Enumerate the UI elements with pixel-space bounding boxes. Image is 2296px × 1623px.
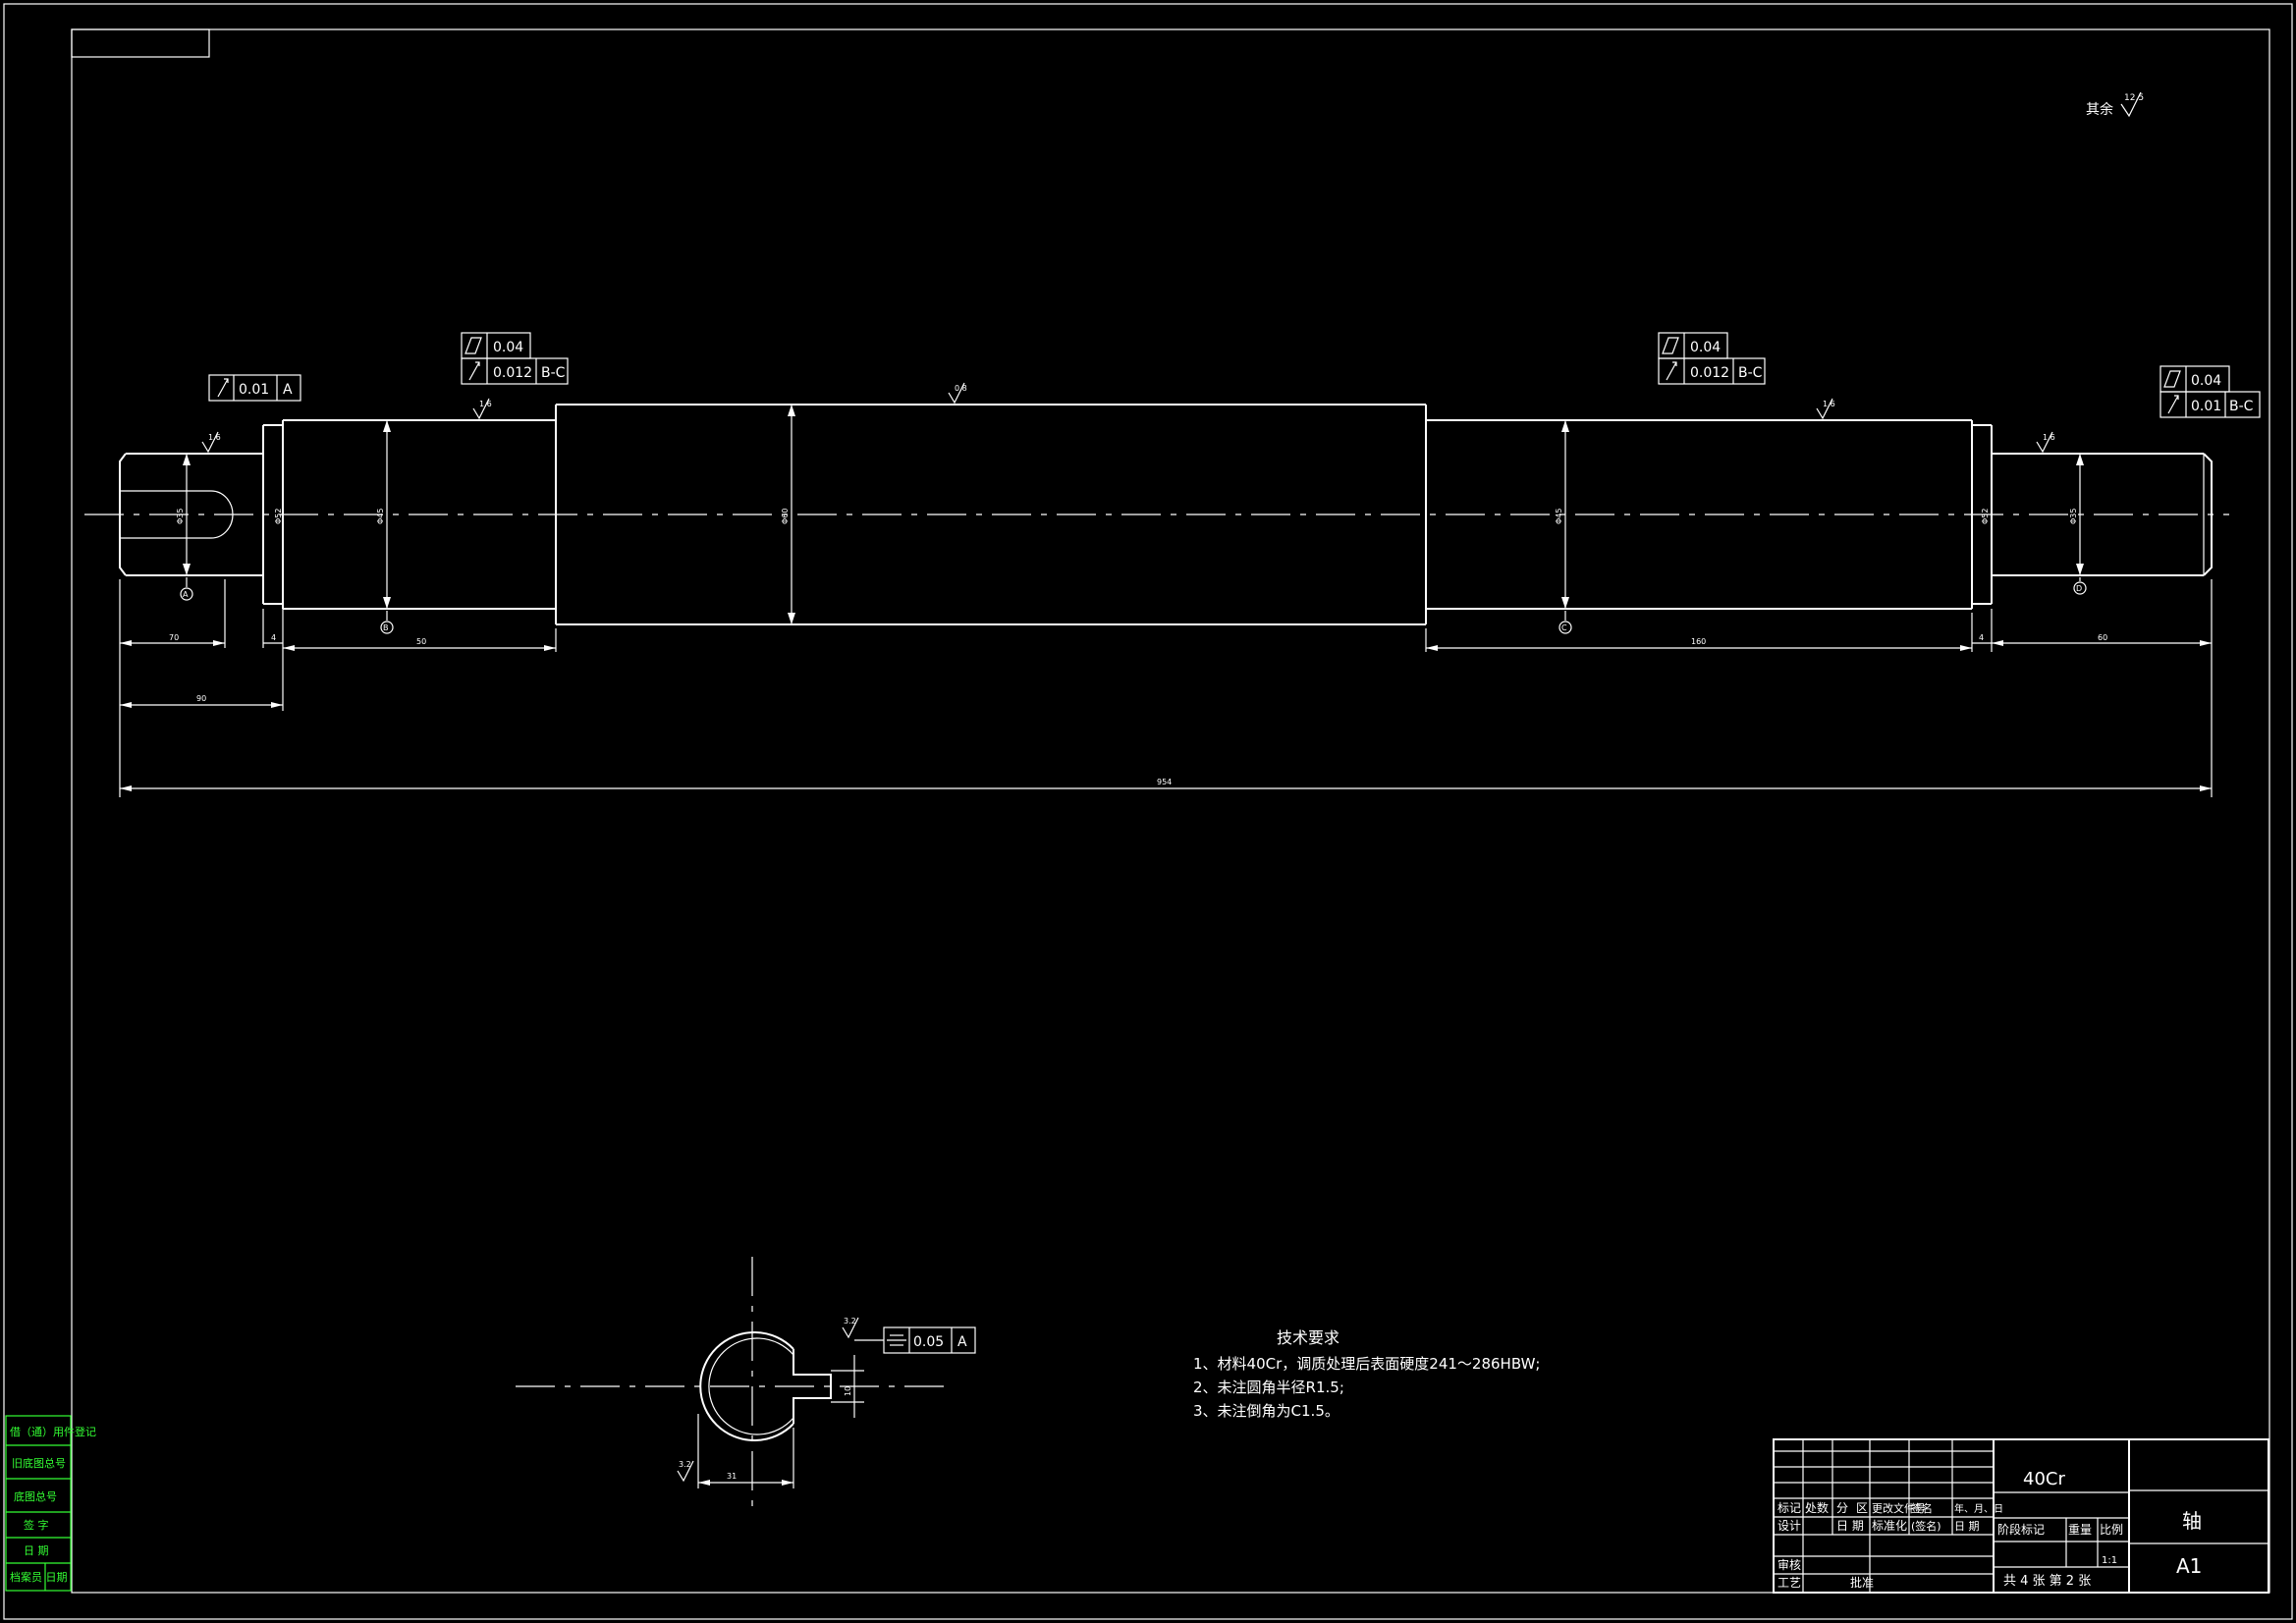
title-signature: (签名) bbox=[1911, 1519, 1941, 1533]
dim-section-depth: 31 bbox=[727, 1472, 737, 1481]
fcf-right-end bbox=[2159, 365, 2261, 418]
fcf-left-runout-datum: A bbox=[283, 382, 293, 398]
title-row-sign: 签名 bbox=[1911, 1501, 1933, 1515]
datum-b: B bbox=[383, 623, 389, 632]
side-item-6: 档案员 日期 bbox=[10, 1570, 68, 1584]
dim-right-gap: 4 bbox=[1979, 633, 1984, 642]
title-review: 审核 bbox=[1777, 1557, 1801, 1572]
roughness-right-journal: 1.6 bbox=[1823, 400, 1835, 408]
side-registration-block bbox=[5, 1415, 72, 1592]
dim-overall: 954 bbox=[1157, 778, 1172, 786]
fcf-right-end-runout-value: 0.01 bbox=[2191, 399, 2221, 414]
corner-box bbox=[71, 28, 210, 58]
roughness-section-b: 3.2 bbox=[844, 1317, 856, 1325]
length-dimensions bbox=[119, 579, 2213, 797]
title-stage: 阶段标记 bbox=[1997, 1522, 2045, 1537]
title-sheets: 共 4 张 第 2 张 bbox=[2003, 1574, 2091, 1589]
roughness-middle: 0.8 bbox=[955, 384, 967, 393]
datum-d: D bbox=[2076, 584, 2082, 593]
fcf-right-journal-datum: B-C bbox=[1738, 365, 1763, 381]
dia-journal-right-label: Φ45 bbox=[1555, 509, 1563, 524]
roughness-rest-value: 12.5 bbox=[2124, 93, 2144, 103]
side-item-4: 签 字 bbox=[24, 1518, 49, 1532]
fcf-left-runout2-value: 0.012 bbox=[493, 365, 532, 381]
title-row-section: 分 bbox=[1836, 1501, 1848, 1515]
fcf-symmetry-value: 0.05 bbox=[913, 1334, 944, 1350]
dim-section-width: 10 bbox=[844, 1386, 852, 1396]
outer-border bbox=[3, 3, 2293, 1620]
fcf-symmetry-datum: A bbox=[957, 1334, 967, 1350]
notes-item-3: 3、未注倒角为C1.5。 bbox=[1193, 1402, 1339, 1420]
dim-left-journal: 50 bbox=[416, 637, 426, 646]
dia-key-label: Φ35 bbox=[176, 509, 185, 524]
title-weight: 重量 bbox=[2068, 1523, 2092, 1537]
roughness-rest-label: 其余 bbox=[2086, 101, 2113, 118]
dia-middle-label: Φ60 bbox=[781, 509, 790, 524]
roughness-section-a: 3.2 bbox=[679, 1460, 691, 1469]
title-block bbox=[1773, 1438, 2269, 1594]
dim-right-journal: 160 bbox=[1691, 637, 1706, 646]
fcf-left-runout bbox=[208, 374, 301, 402]
title-part-name: 轴 bbox=[2182, 1509, 2202, 1533]
side-item-3: 底图总号 bbox=[14, 1489, 57, 1503]
fcf-right-cyl-value: 0.04 bbox=[1690, 340, 1721, 355]
fcf-right-end-datum: B-C bbox=[2229, 399, 2254, 414]
datum-c: C bbox=[1561, 623, 1567, 632]
title-row-change: 更改文件号 bbox=[1872, 1501, 1926, 1515]
title-row-date: 年、月、日 bbox=[1954, 1502, 2003, 1515]
fcf-right-journal bbox=[1658, 332, 1766, 385]
inner-border bbox=[71, 28, 2270, 1594]
title-row-zone: 区 bbox=[1856, 1501, 1868, 1515]
dim-left-key: 70 bbox=[169, 633, 179, 642]
fcf-left-journal bbox=[461, 332, 569, 385]
shaft-outline bbox=[119, 404, 2213, 625]
fcf-left-cyl-value: 0.04 bbox=[493, 340, 523, 355]
dia-shoulder-right-label: Φ52 bbox=[1981, 509, 1990, 524]
fcf-left-runout-value: 0.01 bbox=[239, 382, 269, 398]
datum-markers bbox=[180, 577, 2087, 634]
title-process: 工艺 bbox=[1777, 1576, 1801, 1590]
dia-shoulder-left-label: Φ52 bbox=[274, 509, 283, 524]
roughness-right-end: 1.6 bbox=[2043, 433, 2055, 442]
title-design: 设计 bbox=[1777, 1519, 1801, 1533]
title-drawing-no: A1 bbox=[2176, 1554, 2202, 1578]
fcf-left-journal-datum: B-C bbox=[541, 365, 566, 381]
dim-left-gap: 4 bbox=[271, 633, 276, 642]
fcf-right-runout-value: 0.012 bbox=[1690, 365, 1729, 381]
dia-journal-left-label: Φ45 bbox=[376, 509, 385, 524]
title-date2: 日 期 bbox=[1954, 1520, 1980, 1533]
roughness-left-key: 1.6 bbox=[208, 433, 221, 442]
title-row-count: 处数 bbox=[1805, 1500, 1829, 1515]
roughness-left-journal: 1.6 bbox=[479, 400, 492, 408]
side-item-1: 借（通）用件登记 bbox=[10, 1425, 96, 1438]
notes-item-1: 1、材料40Cr，调质处理后表面硬度241～286HBW; bbox=[1193, 1355, 1540, 1373]
title-row-marker: 标记 bbox=[1777, 1501, 1801, 1515]
dia-end-right-label: Φ35 bbox=[2069, 509, 2078, 524]
title-scale: 1:1 bbox=[2102, 1555, 2117, 1566]
notes-title: 技术要求 bbox=[1277, 1328, 1339, 1347]
dim-left-total: 90 bbox=[196, 694, 206, 703]
datum-a: A bbox=[183, 590, 189, 599]
title-material: 40Cr bbox=[2023, 1469, 2065, 1489]
notes-item-2: 2、未注圆角半径R1.5; bbox=[1193, 1379, 1344, 1396]
roughness-rest-icon bbox=[2120, 91, 2142, 118]
title-ratio: 比例 bbox=[2100, 1523, 2123, 1537]
title-approve: 批准 bbox=[1850, 1575, 1874, 1590]
roughness-icons bbox=[201, 382, 2053, 454]
side-item-2: 旧底图总号 bbox=[12, 1456, 66, 1470]
diameter-dimensions bbox=[183, 405, 2084, 624]
dim-right-end: 60 bbox=[2098, 633, 2107, 642]
cross-section-view bbox=[516, 1257, 976, 1512]
title-date: 日 期 bbox=[1836, 1519, 1864, 1533]
side-item-5: 日 期 bbox=[24, 1544, 49, 1557]
title-standard: 标准化 bbox=[1872, 1519, 1907, 1533]
fcf-right-end-cyl-value: 0.04 bbox=[2191, 373, 2221, 389]
